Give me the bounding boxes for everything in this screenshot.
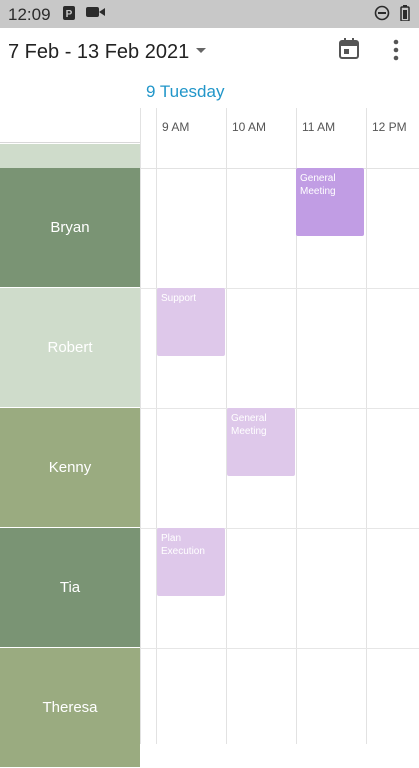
resource-theresa[interactable]: Theresa: [0, 648, 140, 768]
corner-divider: [0, 142, 140, 143]
appointment-general-meeting-kenny[interactable]: General Meeting: [227, 408, 295, 476]
date-range-title[interactable]: 7 Feb - 13 Feb 2021: [8, 41, 190, 63]
appointment-plan-execution-tia[interactable]: Plan Execution: [157, 528, 225, 596]
time-gridline: [140, 108, 141, 744]
row-gridline: [140, 648, 419, 649]
hour-label-12pm: 12 PM: [372, 120, 407, 134]
more-vert-icon[interactable]: [386, 38, 406, 62]
day-header[interactable]: 9 Tuesday: [146, 82, 224, 102]
row-gridline: [140, 288, 419, 289]
time-header-divider: [140, 168, 419, 169]
row-gridline: [140, 528, 419, 529]
timeline-view[interactable]: 9 AM 10 AM 11 AM 12 PM Bryan Robert Kenn…: [0, 108, 419, 768]
resource-tia[interactable]: Tia: [0, 528, 140, 648]
resource-name: Tia: [59, 579, 81, 596]
resource-name: Bryan: [50, 219, 90, 236]
time-gridline: [296, 108, 297, 744]
time-gridline: [226, 108, 227, 744]
status-time: 12:09: [8, 5, 51, 24]
day-number: 9: [146, 82, 156, 101]
do-not-disturb-icon: [374, 5, 390, 25]
resource-kenny[interactable]: Kenny: [0, 408, 140, 528]
appointment-title: General Meeting: [231, 413, 267, 437]
appointment-support-robert[interactable]: Support: [157, 288, 225, 356]
video-camera-icon: [86, 5, 106, 23]
day-weekday: Tuesday: [159, 82, 225, 101]
hour-label-11am: 11 AM: [302, 120, 336, 134]
resource-row-partial: [0, 144, 140, 168]
resource-robert[interactable]: Robert: [0, 288, 140, 408]
resource-name: Robert: [47, 339, 93, 356]
appointment-general-meeting-bryan[interactable]: General Meeting: [296, 168, 364, 236]
app-bar: 7 Feb - 13 Feb 2021: [0, 28, 419, 76]
appointment-title: General Meeting: [300, 173, 336, 197]
appointment-title: Support: [161, 293, 197, 304]
time-gridline: [156, 108, 157, 744]
hour-label-9am: 9 AM: [162, 120, 190, 134]
appointment-title: Plan Execution: [161, 533, 205, 557]
resource-bryan[interactable]: Bryan: [0, 168, 140, 288]
resource-name: Kenny: [48, 459, 92, 476]
hour-label-10am: 10 AM: [232, 120, 267, 134]
resource-name: Theresa: [42, 699, 98, 716]
battery-icon: [400, 5, 410, 25]
dropdown-caret-icon[interactable]: [196, 48, 206, 53]
time-gridline: [366, 108, 367, 744]
calendar-icon[interactable]: [338, 38, 360, 60]
status-bar: 12:09 P: [0, 0, 419, 28]
parking-icon: P: [62, 5, 76, 25]
svg-text:P: P: [66, 9, 73, 20]
